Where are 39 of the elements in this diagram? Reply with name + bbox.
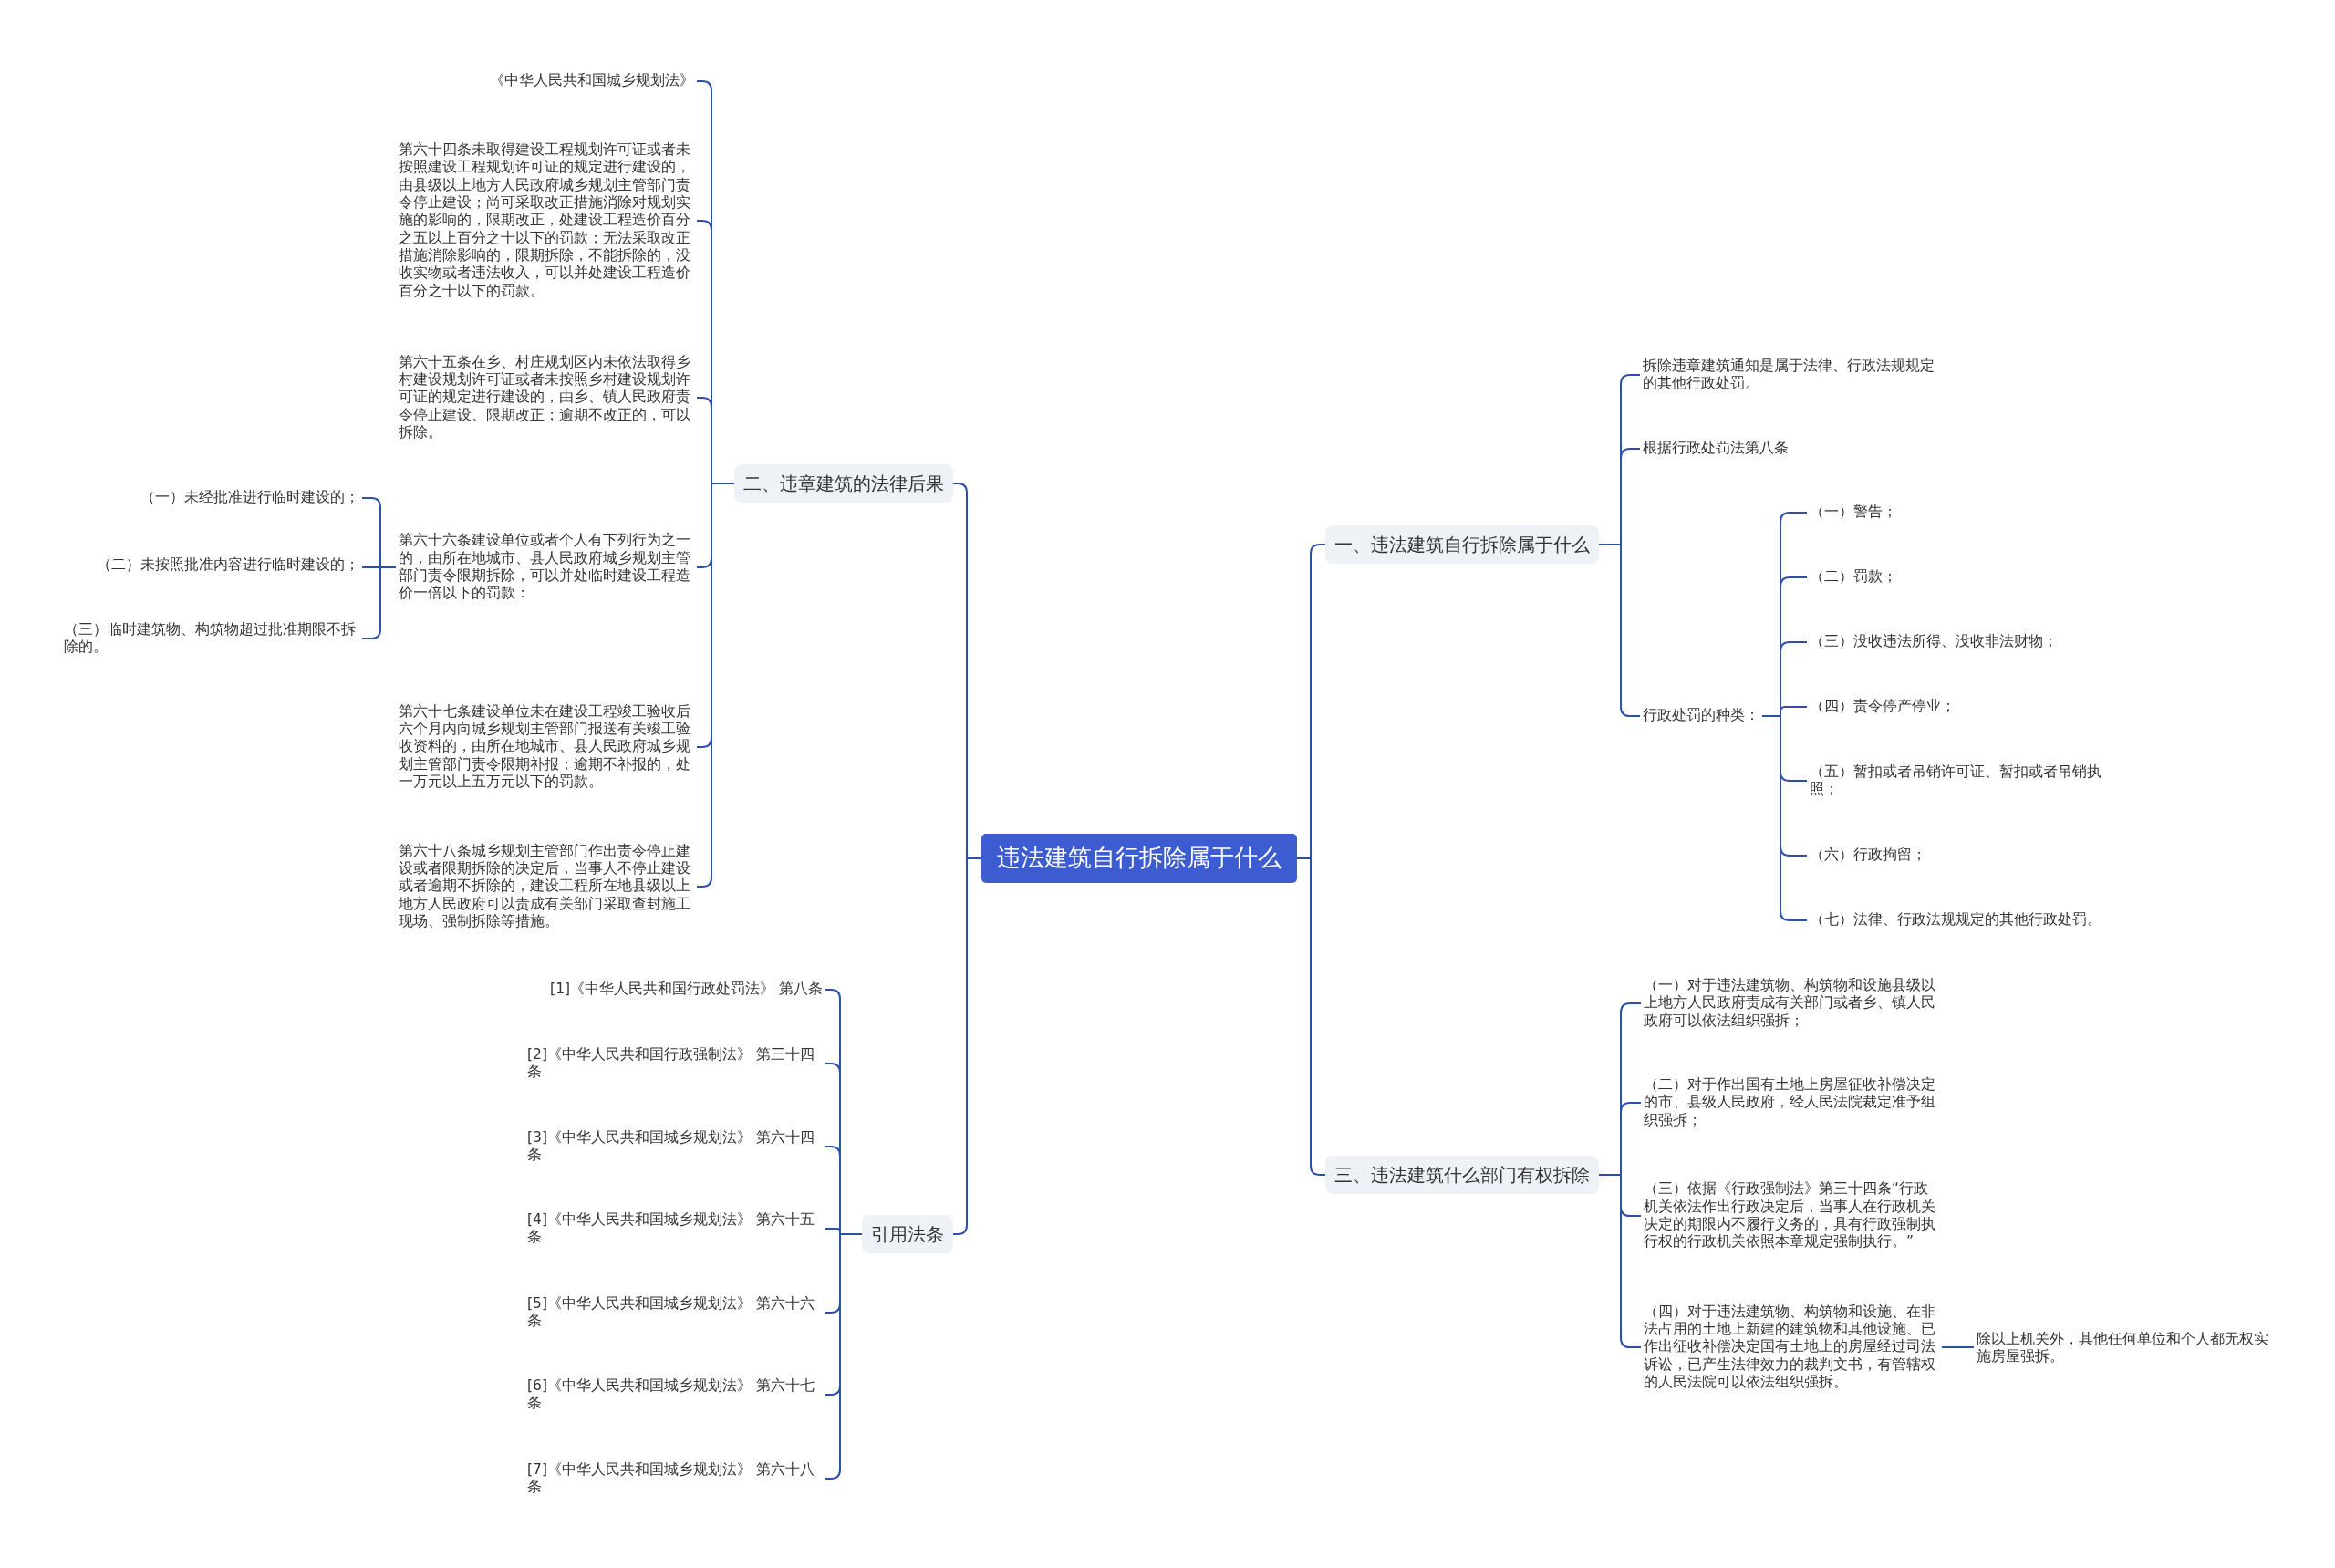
topic-text: [3]《中华人民共和国城乡规划法》 第六十四条: [524, 1127, 825, 1167]
topic-text: 行政处罚的种类：: [1640, 705, 1762, 727]
topic-text: [2]《中华人民共和国行政强制法》 第三十四条: [524, 1044, 825, 1084]
topic-text: 《中华人民共和国城乡规划法》: [487, 70, 697, 92]
topic-text: （一）警告；: [1807, 502, 1900, 524]
branch-topic: 一、违法建筑自行拆除属于什么: [1325, 525, 1599, 564]
topic-text: （四）对于违法建筑物、构筑物和设施、在非法占用的土地上新建的建筑物和其他设施、已作出征收补偿决定国有土地上的房屋经过司法诉讼，已产生法律效力的裁判文书，有管辖权的人民法院可以依法组织强拆。: [1641, 1301, 1942, 1394]
branch-topic: 三、违法建筑什么部门有权拆除: [1325, 1156, 1599, 1194]
topic-text: 拆除违章建筑通知是属于法律、行政法规规定的其他行政处罚。: [1640, 355, 1946, 395]
topic-text: 第六十四条未取得建设工程规划许可证或者未按照建设工程规划许可证的规定进行建设的，由县级以上地方人民政府城乡规划主管部门责令停止建设；尚可采取改正措施消除对规划实施的影响的，限期改正，处建设工程造价百分之五以上百分之十以下的罚款；无法采取改正措施消除影响的，限期拆除，不能拆除的，没收实物或者违法收入，可以并处建设工程造价百分之十以下的罚款。: [396, 139, 697, 303]
branch-topic: 引用法条: [862, 1215, 953, 1253]
connector-line: [825, 1233, 863, 1480]
topic-text: 第六十八条城乡规划主管部门作出责令停止建设或者限期拆除的决定后，当事人不停止建设或者逾期不拆除的，建设工程所在地县级以上地方人民政府可以责成有关部门采取查封施工现场、强制拆除等措施。: [396, 840, 697, 933]
topic-text: 第六十七条建设单位未在建设工程竣工验收后六个月内向城乡规划主管部门报送有关竣工验收资料的，由所在地城市、县人民政府城乡规划主管部门责令限期补报；逾期不补报的，处一万元以上五万元以下的罚款。: [396, 701, 697, 794]
topic-text: [5]《中华人民共和国城乡规划法》 第六十六条: [524, 1293, 825, 1333]
topic-text: 根据行政处罚法第八条: [1640, 438, 1791, 460]
topic-text: （六）行政拘留；: [1807, 845, 1929, 867]
topic-text: （一）对于违法建筑物、构筑物和设施县级以上地方人民政府责成有关部门或者乡、镇人民政府可以依法组织强拆；: [1641, 974, 1942, 1033]
topic-text: [6]《中华人民共和国城乡规划法》 第六十七条: [524, 1375, 825, 1415]
topic-text: 第六十五条在乡、村庄规划区内未依法取得乡村建设规划许可证或者未按照乡村建设规划许可证的规定进行建设的，由乡、镇人民政府责令停止建设、限期改正；逾期不改正的，可以拆除。: [396, 351, 697, 444]
topic-text: （四）责令停产停业；: [1807, 696, 1958, 718]
topic-text: （二）对于作出国有土地上房屋征收补偿决定的市、县级人民政府，经人民法院裁定准予组织强拆；: [1641, 1074, 1942, 1132]
topic-text: （五）暂扣或者吊销许可证、暂扣或者吊销执照；: [1807, 761, 2112, 801]
topic-text: （三）依据《行政强制法》第三十四条“行政机关依法作出行政决定后，当事人在行政机关决定的期限内不履行义务的，具有行政强制执行权的行政机关依照本章规定强制执行。”: [1641, 1179, 1942, 1253]
topic-text: （二）未按照批准内容进行临时建设的；: [94, 555, 362, 576]
topic-text: （三）临时建筑物、构筑物超过批准期限不拆除的。: [61, 618, 362, 659]
topic-text: （二）罚款；: [1807, 566, 1900, 588]
connector-line: [1296, 857, 1326, 1176]
topic-text: 第六十六条建设单位或者个人有下列行为之一的，由所在地城市、县人民政府城乡规划主管部门责令限期拆除，可以并处临时建设工程造价一倍以下的罚款：: [396, 530, 697, 605]
topic-text: （七）法律、行政法规规定的其他行政处罚。: [1807, 909, 2104, 931]
topic-text: [4]《中华人民共和国城乡规划法》 第六十五条: [524, 1209, 825, 1249]
branch-topic: 二、违章建筑的法律后果: [734, 464, 953, 503]
connector-line: [1941, 1346, 1975, 1348]
topic-text: [7]《中华人民共和国城乡规划法》 第六十八条: [524, 1459, 825, 1499]
topic-text: （一）未经批准进行临时建设的；: [138, 487, 362, 509]
central-topic: 违法建筑自行拆除属于什么: [981, 834, 1297, 883]
topic-text: [1]《中华人民共和国行政处罚法》 第八条: [547, 979, 825, 1001]
topic-text: 除以上机关外，其他任何单位和个人都无权实施房屋强拆。: [1974, 1328, 2279, 1368]
topic-text: （三）没收违法所得、没收非法财物；: [1807, 631, 2060, 653]
